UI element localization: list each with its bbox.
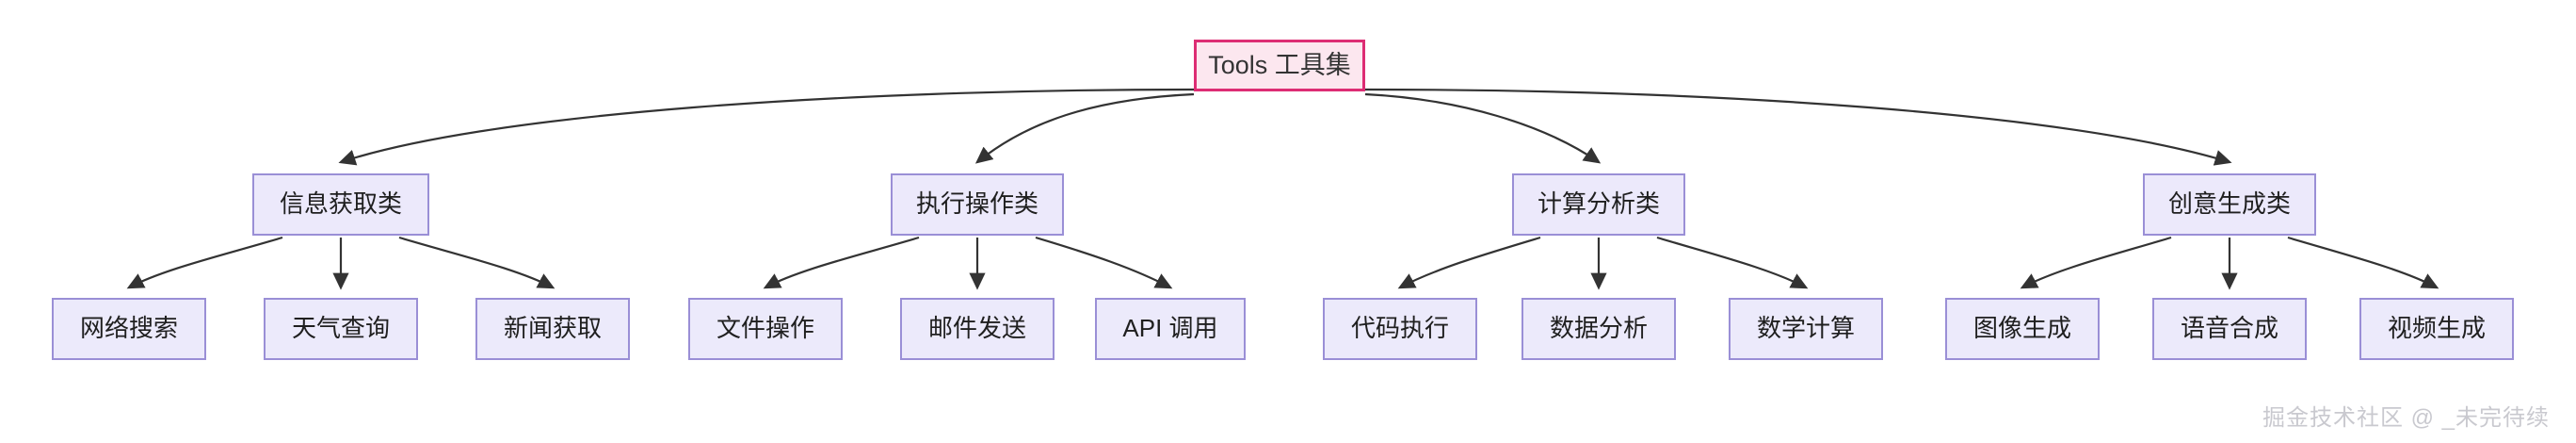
node-category-information-retrieval[interactable]: 信息获取类 xyxy=(252,173,429,236)
node-leaf-math-computation[interactable]: 数学计算 xyxy=(1729,298,1883,360)
node-leaf-label: API 调用 xyxy=(1122,314,1218,343)
node-leaf-label: 文件操作 xyxy=(716,314,814,343)
node-category-label: 计算分析类 xyxy=(1537,189,1660,219)
edge-cat-1-to-leaf-2 xyxy=(1035,236,1173,289)
node-leaf-data-analysis[interactable]: 数据分析 xyxy=(1521,298,1676,360)
node-leaf-video-generation[interactable]: 视频生成 xyxy=(2359,298,2514,360)
edge-root-to-cat-1 xyxy=(974,92,1195,164)
node-leaf-label: 视频生成 xyxy=(2387,314,2486,343)
edge-root-to-cat-2 xyxy=(1364,92,1602,164)
edge-cat-0-to-leaf-2 xyxy=(398,236,555,289)
node-leaf-label: 数学计算 xyxy=(1756,314,1855,343)
node-root[interactable]: Tools 工具集 xyxy=(1194,40,1365,91)
node-leaf-speech-synthesis[interactable]: 语音合成 xyxy=(2152,298,2307,360)
node-leaf-label: 代码执行 xyxy=(1350,314,1449,343)
edge-root-to-cat-0 xyxy=(338,88,1195,166)
node-leaf-news-fetch[interactable]: 新闻获取 xyxy=(475,298,630,360)
node-leaf-image-generation[interactable]: 图像生成 xyxy=(1945,298,2100,360)
node-category-creative-generation[interactable]: 创意生成类 xyxy=(2143,173,2316,236)
node-category-label: 信息获取类 xyxy=(279,189,402,219)
edge-cat-3-to-leaf-0 xyxy=(2020,236,2172,289)
node-category-computation-analysis[interactable]: 计算分析类 xyxy=(1512,173,1685,236)
edge-cat-0-to-leaf-0 xyxy=(126,236,283,289)
node-leaf-code-execution[interactable]: 代码执行 xyxy=(1323,298,1477,360)
edge-root-to-cat-3 xyxy=(1364,88,2232,166)
edge-cat-3-to-leaf-2 xyxy=(2287,236,2439,289)
watermark: 掘金技术社区 @ _未完待续 xyxy=(2262,405,2550,431)
node-leaf-label: 数据分析 xyxy=(1549,314,1648,343)
node-leaf-api-call[interactable]: API 调用 xyxy=(1095,298,1246,360)
node-category-label: 执行操作类 xyxy=(915,189,1038,219)
node-leaf-label: 图像生成 xyxy=(1972,314,2071,343)
node-category-label: 创意生成类 xyxy=(2167,189,2291,219)
node-leaf-label: 天气查询 xyxy=(291,314,390,343)
node-leaf-label: 网络搜索 xyxy=(79,314,178,343)
edge-cat-1-to-leaf-0 xyxy=(763,236,920,289)
node-category-execution[interactable]: 执行操作类 xyxy=(891,173,1064,236)
node-leaf-weather-query[interactable]: 天气查询 xyxy=(264,298,418,360)
edge-cat-2-to-leaf-0 xyxy=(1397,236,1541,289)
node-leaf-label: 语音合成 xyxy=(2180,314,2278,343)
node-leaf-email-send[interactable]: 邮件发送 xyxy=(900,298,1055,360)
node-leaf-web-search[interactable]: 网络搜索 xyxy=(52,298,206,360)
edge-cat-2-to-leaf-2 xyxy=(1656,236,1809,289)
node-root-label: Tools 工具集 xyxy=(1208,51,1351,80)
node-leaf-label: 新闻获取 xyxy=(503,314,602,343)
node-leaf-file-operations[interactable]: 文件操作 xyxy=(688,298,843,360)
node-leaf-label: 邮件发送 xyxy=(927,314,1026,343)
